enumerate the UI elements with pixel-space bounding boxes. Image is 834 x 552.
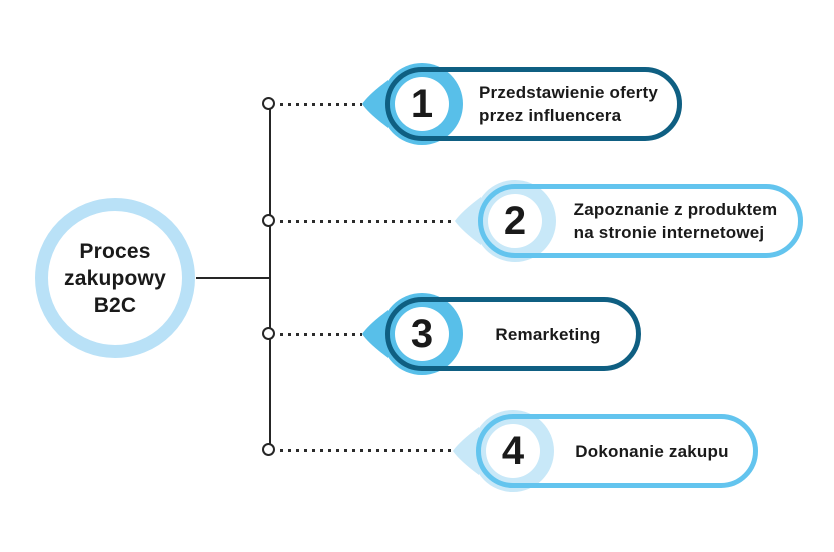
badge-pointer-icon	[453, 427, 479, 475]
badge-pointer-icon	[362, 80, 388, 128]
step-pill-outline	[478, 184, 803, 258]
badge-pointer-icon	[455, 197, 481, 245]
dotted-connector-2	[280, 220, 455, 223]
step-badge-4: 4 Dokonanie zakupu	[453, 410, 758, 492]
step-number: 4	[501, 429, 525, 473]
step-pill-outline	[476, 414, 758, 488]
step-number: 3	[410, 312, 434, 356]
dotted-connector-1	[280, 103, 362, 106]
step-label-line: przez influencera	[479, 106, 622, 125]
step-badge-3: 3 Remarketing	[362, 293, 641, 375]
topic-title-line: B2C	[93, 293, 137, 317]
dotted-connector-3	[280, 333, 362, 336]
branch-line-horizontal	[196, 277, 270, 279]
step-number-circle: 3	[395, 307, 449, 361]
connector-node-4	[262, 443, 275, 456]
step-number: 1	[410, 82, 434, 126]
step-label-line: na stronie internetowej	[573, 223, 765, 242]
step-number-circle: 2	[488, 194, 542, 248]
step-badge-2: 2 Zapoznanie z produktem na stronie inte…	[455, 180, 803, 262]
step-pill-outline	[385, 297, 641, 371]
step-number-circle: 4	[486, 424, 540, 478]
dotted-connector-4	[280, 449, 453, 452]
step-label-line: Dokonanie zakupu	[575, 441, 729, 461]
process-topic-circle: Proces zakupowy B2C	[35, 198, 195, 358]
step-label: Zapoznanie z produktem na stronie intern…	[556, 180, 795, 262]
connector-node-1	[262, 97, 275, 110]
step-label: Remarketing	[463, 293, 633, 375]
step-label-line: Przedstawienie oferty	[479, 83, 658, 102]
step-number: 2	[503, 199, 527, 243]
topic-title-line: Proces	[79, 239, 151, 263]
connector-node-3	[262, 327, 275, 340]
step-label-line: Zapoznanie z produktem	[573, 200, 778, 219]
step-label: Dokonanie zakupu	[554, 410, 750, 492]
connector-node-2	[262, 214, 275, 227]
badge-pointer-icon	[362, 310, 388, 358]
step-label: Przedstawienie oferty przez influencera	[463, 63, 674, 145]
step-number-circle: 1	[395, 77, 449, 131]
topic-title-line: zakupowy	[64, 266, 166, 290]
trunk-line-vertical	[269, 104, 271, 450]
step-pill-outline	[385, 67, 682, 141]
step-label-line: Remarketing	[495, 324, 601, 344]
step-badge-1: 1 Przedstawienie oferty przez influencer…	[362, 63, 682, 145]
